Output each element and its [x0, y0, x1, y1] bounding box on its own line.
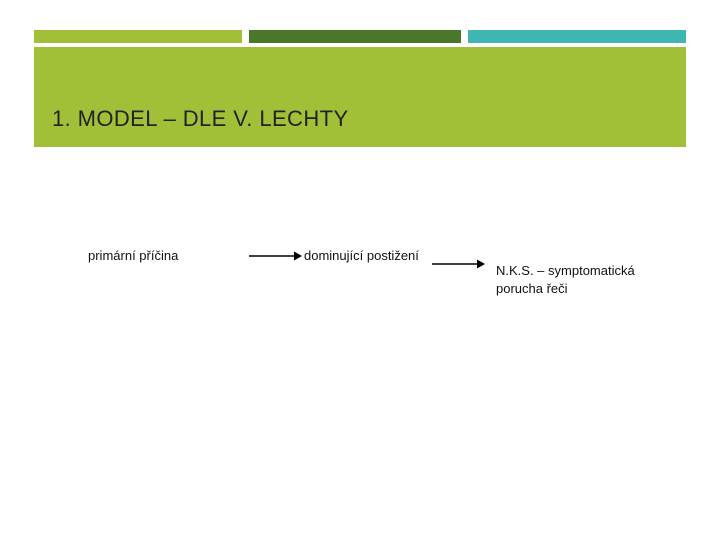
title-band — [34, 47, 686, 147]
arrow-right-icon-1 — [249, 250, 302, 262]
diagram-node-speech-disorder: N.K.S. – symptomatická porucha řeči — [496, 263, 635, 296]
top-accent-bar-left — [34, 30, 242, 43]
arrow-right-icon-2 — [432, 258, 485, 270]
top-accent-bar-middle — [249, 30, 461, 43]
top-accent-bar-right — [468, 30, 686, 43]
page-title: 1. MODEL – DLE V. LECHTY — [52, 106, 349, 131]
diagram-node-dominant-impairment: dominující postižení — [304, 248, 419, 263]
diagram-node-primary-cause: primární příčina — [88, 248, 179, 263]
